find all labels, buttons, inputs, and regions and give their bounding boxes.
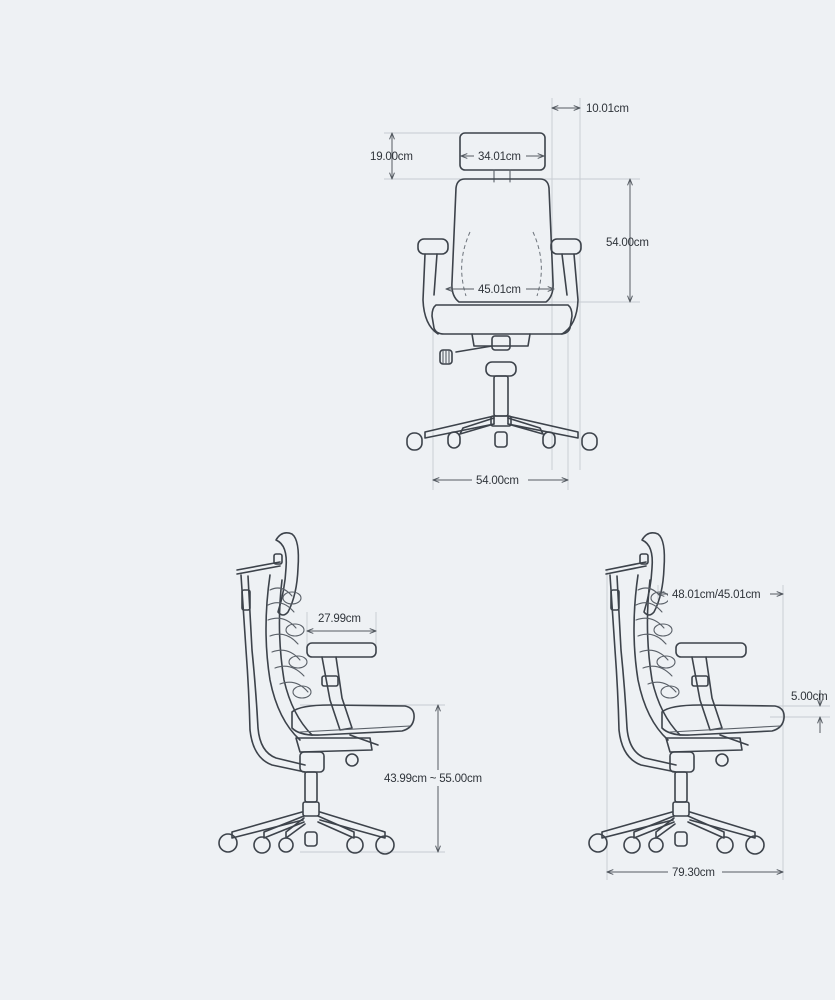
seat-height-range-label: 43.99cm ~ 55.00cm [384, 773, 482, 785]
front-view-dimensions [392, 108, 630, 488]
headrest-width-label: 34.01cm [478, 151, 521, 163]
headrest-side-gap-label: 10.01cm [586, 103, 629, 115]
left-side-view-labels: 27.99cm 43.99cm ~ 55.00cm [318, 613, 482, 785]
right-side-view-chair [588, 532, 830, 880]
left-side-view-chair [218, 532, 445, 855]
front-view-labels: 10.01cm 19.00cm 34.01cm 54.00cm 45.01cm … [370, 103, 649, 487]
headrest-height-label: 19.00cm [370, 151, 413, 163]
armrest-length-label: 27.99cm [318, 613, 361, 625]
right-side-view-labels: 48.01cm/45.01cm 5.00cm 79.30cm [672, 589, 828, 879]
backrest-height-label: 54.00cm [606, 237, 649, 249]
base-width-label: 54.00cm [476, 475, 519, 487]
seat-thickness-label: 5.00cm [791, 691, 828, 703]
overall-depth-label: 79.30cm [672, 867, 715, 879]
seat-width-label: 45.01cm [478, 284, 521, 296]
left-side-view-dimensions [307, 631, 498, 852]
right-side-view-dimensions [607, 586, 820, 880]
seat-depth-label: 48.01cm/45.01cm [672, 589, 760, 601]
